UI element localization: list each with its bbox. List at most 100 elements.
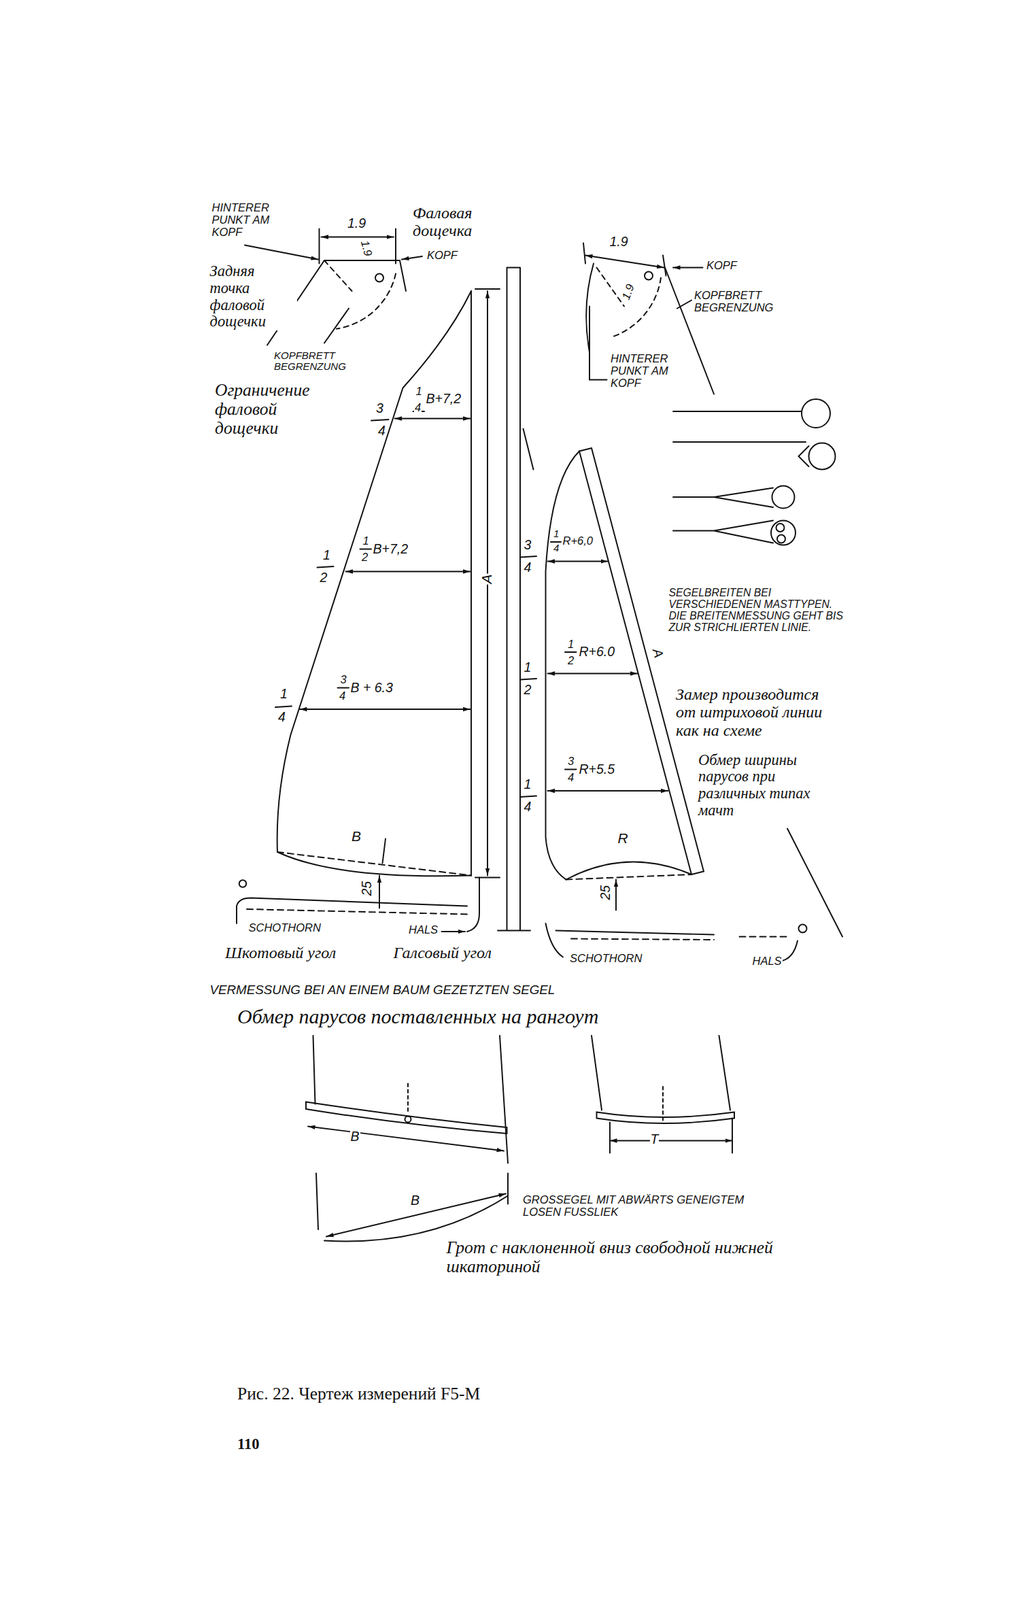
fraction-digit: 1 (415, 384, 423, 398)
drawing-stroke (662, 1086, 664, 1121)
note: Грот с наклоненной вниз свободной нижней… (446, 1238, 835, 1277)
annotation: SCHOTHORN (248, 921, 322, 934)
drawing-stroke (615, 879, 617, 911)
drawing-stroke (275, 411, 425, 708)
fraction-digit: 1 (523, 777, 533, 792)
dimension-label: B (350, 1129, 361, 1144)
drawing-stroke (405, 1116, 412, 1123)
dimension-label: 1.9 (358, 237, 375, 258)
drawing-stroke (777, 535, 786, 544)
fraction-digit: 1 (567, 637, 575, 651)
drawing-stroke (548, 560, 609, 563)
fraction-digit: 4 (567, 771, 575, 784)
drawing-stroke (596, 1112, 735, 1124)
dimension-label: A (478, 573, 495, 585)
fraction-digit: 1 (362, 534, 370, 547)
fraction-digit: 4 (552, 542, 560, 555)
drawing-stroke (787, 828, 843, 937)
drawing-stroke (591, 1035, 731, 1111)
drawing-stroke (585, 255, 665, 268)
fraction-digit: 2 (319, 570, 329, 585)
drawing-stroke (798, 924, 808, 933)
drawing-stroke (545, 451, 580, 880)
drawing-stroke (277, 291, 472, 852)
fraction-digit: 1 (279, 686, 289, 701)
fraction-digit: 4 (377, 423, 387, 438)
drawing-stroke (401, 256, 423, 260)
drawing-stroke (571, 938, 714, 941)
drawing-stroke (336, 274, 396, 330)
fraction-digit: 4 (523, 799, 533, 814)
drawing-stroke (548, 673, 638, 675)
drawing-stroke (673, 488, 774, 508)
annotation: Фаловая дощечка (412, 203, 506, 241)
fraction-digit: 3 (375, 401, 385, 416)
drawing-stroke (566, 861, 693, 880)
formula: B+7,2 (425, 391, 463, 406)
drawing-stroke (470, 291, 472, 876)
dimension-label: 1.9 (609, 234, 629, 249)
fraction-digit: 3 (339, 673, 348, 686)
drawing-stroke (609, 1118, 733, 1154)
drawing-stroke (395, 418, 471, 420)
drawing-stroke (545, 923, 564, 958)
drawing-stroke (644, 271, 653, 281)
mainsail-outline (236, 267, 534, 933)
drawing-stroke (801, 399, 831, 428)
fraction-digit: 2 (567, 654, 575, 667)
dimension-label: 25 (359, 880, 374, 897)
drawing-stroke (382, 839, 387, 864)
fraction-digit: 4 (414, 401, 422, 414)
drawing-stroke (596, 267, 625, 307)
drawing-stroke (556, 930, 715, 935)
drawing-stroke (611, 278, 661, 338)
drawing-stroke (609, 1140, 733, 1142)
heading: VERMESSUNG BEI AN EINEM BAUM GEZETZTEN S… (209, 983, 557, 998)
drawing-stroke (677, 300, 692, 309)
fraction-digit: 3 (567, 754, 575, 767)
drawing-stroke (771, 520, 796, 546)
annotation: Галсовый угол (392, 943, 493, 962)
drawing-stroke (520, 541, 577, 797)
dimension-label: R (617, 830, 629, 846)
drawing-stroke (319, 229, 397, 264)
annotation: HINTERER PUNKT AM KOPF (609, 352, 685, 389)
drawing-stroke (523, 429, 534, 470)
dimension-label: B (350, 828, 362, 844)
drawing-stroke (299, 708, 471, 710)
dimension-label: T (650, 1132, 660, 1147)
drawing-stroke (321, 236, 395, 238)
drawing-stroke (324, 308, 349, 344)
drawing-stroke (772, 486, 795, 509)
drawing-stroke (346, 571, 471, 573)
annotation: Ограничение фаловой дощечки (214, 380, 334, 438)
jib-outline (520, 448, 843, 962)
mast-types (673, 399, 836, 546)
fraction-digit: 1 (552, 528, 560, 540)
fraction-digit: 3 (523, 537, 533, 553)
dimension-label: 25 (598, 884, 613, 901)
fraction-digit: 1 (322, 548, 332, 563)
drawing-stroke (507, 1173, 509, 1205)
figure-caption: Рис. 22. Чертеж измерений F5-M (236, 1384, 481, 1404)
fraction-digit: 2 (523, 682, 533, 697)
formula: B + 6.3 (350, 680, 394, 695)
drawing-stroke (324, 260, 353, 292)
formula: B+7,2 (372, 541, 410, 557)
drawing-stroke (277, 851, 472, 876)
note: Замер производится от штриховой линии ка… (675, 685, 830, 740)
fraction-digit: 4 (277, 709, 287, 725)
formula: R+6.0 (578, 644, 617, 659)
formula: R+6,0 (562, 534, 595, 547)
annotation: Задняя точка фаловой дощечки (209, 263, 298, 331)
annotation: KOPFBRETT BEGRENZUNG (693, 288, 808, 314)
drawing-stroke (313, 1035, 509, 1164)
drawing-stroke (780, 941, 799, 962)
drawing-stroke (244, 245, 319, 260)
annotation: SCHOTHORN (569, 951, 643, 965)
annotation: HALS (751, 954, 783, 967)
dimension-label: 1.9 (346, 216, 367, 231)
